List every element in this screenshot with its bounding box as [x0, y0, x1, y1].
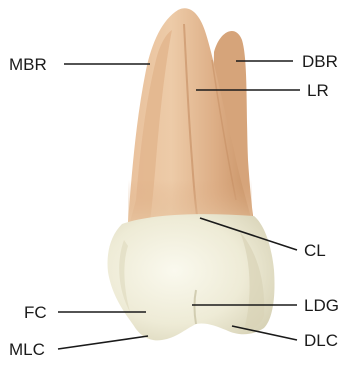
label-lr: LR: [307, 81, 329, 100]
root-group: [128, 8, 254, 222]
label-dbr: DBR: [302, 52, 338, 71]
label-ldg: LDG: [304, 296, 339, 315]
label-mlc: MLC: [9, 340, 45, 359]
crown-group: [108, 214, 275, 340]
mlc-leader: [58, 336, 148, 349]
label-mbr: MBR: [9, 55, 47, 74]
label-dlc: DLC: [304, 331, 338, 350]
label-fc: FC: [24, 303, 47, 322]
label-cl: CL: [304, 241, 326, 260]
